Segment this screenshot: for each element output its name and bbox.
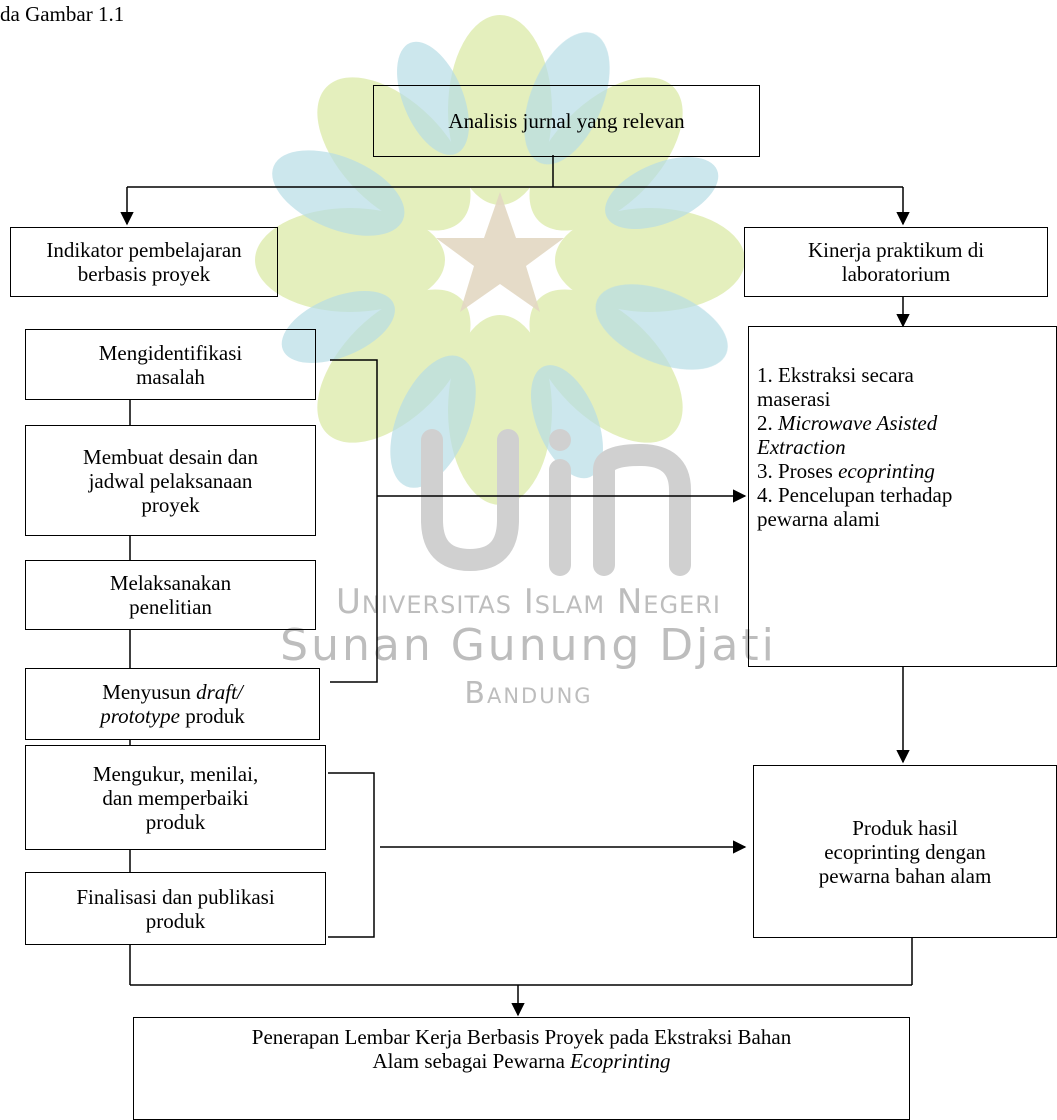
lab-step-4a: 4. Pencelupan terhadap [757,483,953,507]
step-research-line1: Melaksanakan [109,571,232,595]
product-line1: Produk hasil [852,815,958,840]
application-line2a: Alam sebagai Pewarna [372,1049,571,1073]
node-step-draft: Menyusun draft/ prototype produk [25,668,320,740]
node-step-evaluate: Mengukur, menilai, dan memperbaiki produ… [25,745,326,850]
node-performance-line1: Kinerja praktikum di [807,238,985,262]
step-draft-d: produk [179,704,245,728]
node-step-identify: Mengidentifikasi masalah [25,329,316,400]
step-design-line1: Membuat desain dan [83,444,258,469]
step-draft-b: draft/ [196,680,243,704]
step-identify-line1: Mengidentifikasi [98,340,243,365]
step-draft-line2: prototype produk [100,704,244,728]
node-indicator: Indikator pembelajaran berbasis proyek [10,227,278,297]
lab-step-3b: ecoprinting [838,459,935,483]
node-performance: Kinerja praktikum di laboratorium [744,227,1048,297]
lab-step-3: 3. Proses ecoprinting [757,459,935,483]
step-finalize-line2: produk [145,908,206,933]
application-line1: Penerapan Lembar Kerja Berbasis Proyek p… [251,1025,792,1049]
lab-step-3a: 3. Proses [757,459,839,483]
node-indicator-line2: berbasis proyek [77,262,211,286]
node-indicator-line1: Indikator pembelajaran [46,238,242,262]
application-line2: Alam sebagai Pewarna Ecoprinting [372,1049,670,1073]
step-draft-a: Menyusun [102,680,197,704]
step-finalize-line1: Finalisasi dan publikasi [76,884,275,909]
watermark-line-1: Universitas Islam Negeri [336,582,721,622]
figure-caption: da Gambar 1.1 [0,2,125,26]
step-design-line3: proyek [141,492,200,517]
step-evaluate-line1: Mengukur, menilai, [92,761,259,786]
step-draft-line1: Menyusun draft/ [102,680,243,704]
step-research-line2: penelitian [129,595,212,619]
step-evaluate-line2: dan memperbaiki [102,785,249,810]
step-identify-line2: masalah [136,364,205,389]
node-product: Produk hasil ecoprinting dengan pewarna … [753,765,1057,938]
lab-step-2-text: Microwave Asisted [778,411,938,435]
node-step-finalize: Finalisasi dan publikasi produk [25,872,326,945]
lab-step-4b: pewarna alami [757,507,881,531]
node-performance-line2: laboratorium [841,262,951,286]
node-step-design: Membuat desain dan jadwal pelaksanaan pr… [25,425,316,536]
application-line2b: Ecoprinting [570,1049,671,1073]
lab-step-2-number: 2. [757,411,778,435]
node-analysis: Analisis jurnal yang relevan [373,85,760,157]
node-step-research: Melaksanakan penelitian [25,560,316,630]
watermark-line-3: Bandung [464,676,593,711]
step-evaluate-line3: produk [145,809,206,834]
lab-step-1b: maserasi [757,387,831,411]
lab-step-2b: Extraction [757,435,846,459]
node-application: Penerapan Lembar Kerja Berbasis Proyek p… [133,1017,910,1120]
watermark-line-2: Sunan Gunung Djati [280,620,777,671]
node-lab-steps: 1. Ekstraksi secara maserasi 2. Microwav… [748,326,1057,667]
step-design-line2: jadwal pelaksanaan [88,468,253,493]
lab-step-2a: 2. Microwave Asisted [757,411,937,435]
product-line2: ecoprinting dengan [824,839,986,864]
lab-step-1a: 1. Ekstraksi secara [757,363,914,387]
product-line3: pewarna bahan alam [818,863,992,888]
node-analysis-text: Analisis jurnal yang relevan [448,109,685,133]
step-draft-c: prototype [100,704,180,728]
